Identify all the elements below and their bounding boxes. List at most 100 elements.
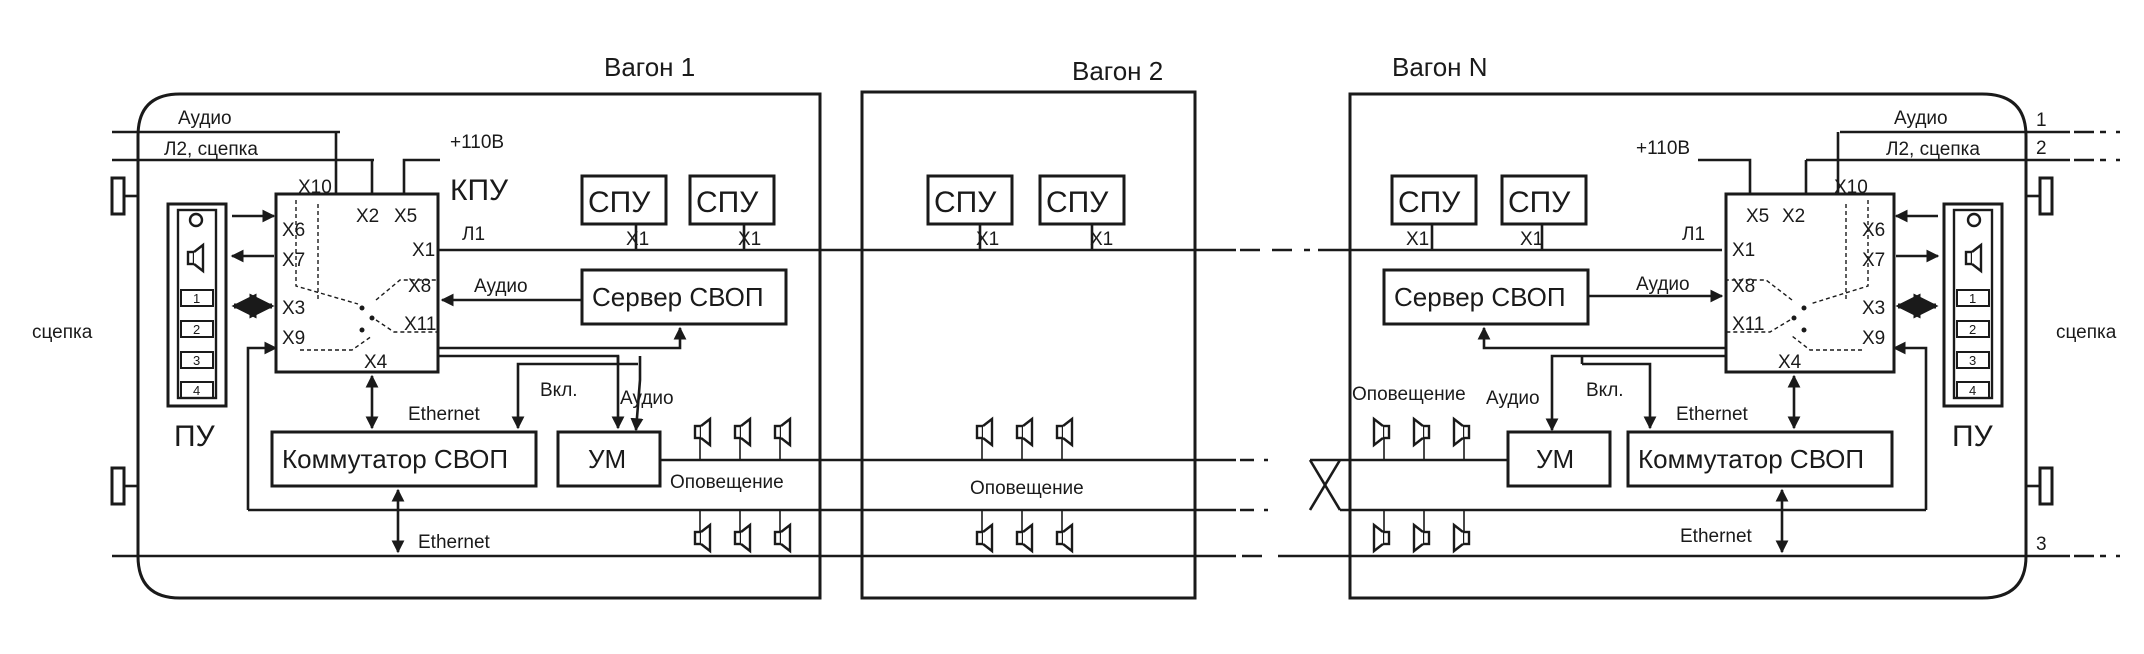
wn-spu-1-port: X1	[1406, 229, 1429, 250]
w1-spu-1: СПУ X1	[580, 174, 668, 250]
speaker-icon	[773, 523, 792, 553]
speaker-icon	[1452, 523, 1471, 553]
w1-on-label: Вкл.	[540, 380, 578, 401]
wn-spu-2: СПУ X1	[1500, 174, 1588, 250]
wn-spu-1: СПУ X1	[1390, 174, 1478, 250]
w2-spu-1-port: X1	[976, 229, 999, 250]
speaker-icon	[1412, 417, 1431, 447]
svg-text:4: 4	[1969, 383, 1976, 398]
w1-l1-label: Л1	[462, 224, 485, 245]
speaker-icon	[733, 417, 752, 447]
wn-port-x1: X1	[1732, 240, 1755, 261]
w1-l2-bus-label: Л2, сцепка	[164, 139, 258, 160]
wn-pu-label: ПУ	[1952, 420, 1994, 453]
w1-speakers-bottom	[693, 510, 792, 553]
w1-port-x5: X5	[394, 206, 417, 227]
speaker-icon	[1452, 417, 1471, 447]
w2-speakers-top	[975, 417, 1074, 460]
w1-pu-button-2[interactable]	[180, 320, 214, 338]
wn-pu-button-3[interactable]	[1956, 351, 1990, 369]
svg-text:1: 1	[193, 291, 200, 306]
w2-spu-2-port: X1	[1090, 229, 1113, 250]
svg-text:УМ: УМ	[1536, 444, 1574, 474]
wn-port-x7: X7	[1862, 250, 1885, 271]
wn-audio-bus-label: Аудио	[1894, 108, 1948, 129]
wn-ethernet-top-label: Ethernet	[1676, 404, 1749, 425]
speaker-icon	[1372, 417, 1391, 447]
w1-server-svop: Сервер СВОП	[580, 268, 788, 326]
wn-power-label: +110В	[1636, 138, 1690, 159]
svg-text:СПУ: СПУ	[588, 186, 651, 219]
wagon-n-title: Вагон N	[1392, 52, 1488, 82]
wn-l1-label: Л1	[1682, 224, 1705, 245]
speaker-icon	[975, 417, 994, 447]
speaker-icon	[773, 417, 792, 447]
wn-spu-2-port: X1	[1520, 229, 1543, 250]
speaker-icon	[733, 523, 752, 553]
w1-pu-button-1[interactable]	[180, 289, 214, 307]
w1-pu-button-4[interactable]	[180, 381, 214, 399]
coupler-left-bottom	[110, 466, 138, 506]
coupling-label-left: сцепка	[32, 322, 93, 343]
svg-text:4: 4	[193, 383, 200, 398]
svg-text:Сервер СВОП: Сервер СВОП	[592, 282, 764, 312]
svg-text:СПУ: СПУ	[1508, 186, 1571, 219]
speaker-icon	[1372, 523, 1391, 553]
wn-announce-top-label: Оповещение	[1352, 384, 1466, 405]
w1-port-x3: X3	[282, 298, 305, 319]
wn-pu-button-1[interactable]	[1956, 289, 1990, 307]
w1-port-x6: X6	[282, 220, 305, 241]
w2-speakers-bottom	[975, 510, 1074, 553]
w2-announce-label: Оповещение	[970, 478, 1084, 499]
line-number-2: 2	[2036, 138, 2047, 159]
w1-speakers-top	[693, 417, 792, 460]
svg-text:СПУ: СПУ	[934, 186, 997, 219]
w1-port-x10: X10	[298, 177, 332, 198]
wn-amplifier: УМ	[1506, 430, 1612, 488]
wn-port-x8: X8	[1732, 276, 1755, 297]
svg-text:3: 3	[1969, 353, 1976, 368]
wn-kpu-block: X5 X2 X10 X6 X1 X7 X8 X3 X11 X9 X4	[1724, 177, 1896, 374]
w2-spu-2: СПУ X1	[1038, 174, 1126, 250]
wn-on-label: Вкл.	[1586, 380, 1624, 401]
svg-text:Сервер СВОП: Сервер СВОП	[1394, 282, 1566, 312]
w1-kpu-label: КПУ	[450, 174, 509, 207]
speaker-icon	[693, 417, 712, 447]
w1-announce-label: Оповещение	[670, 472, 784, 493]
wn-speakers-top	[1372, 417, 1471, 460]
w1-port-x2: X2	[356, 206, 379, 227]
wn-ethernet-bottom-label: Ethernet	[1680, 526, 1753, 547]
wn-audio-server-label: Аудио	[1636, 274, 1690, 295]
w1-port-x4: X4	[364, 352, 388, 373]
svg-text:СПУ: СПУ	[1046, 186, 1109, 219]
w1-kpu-block: КПУ X10 X2 X5 X6 X7 X1 X8 X3 X11 X9 X4	[274, 174, 509, 374]
svg-text:СПУ: СПУ	[1398, 186, 1461, 219]
bus-lines	[112, 130, 2120, 558]
wn-port-x3: X3	[1862, 298, 1885, 319]
w1-pu-button-3[interactable]	[180, 351, 214, 369]
w1-port-x8: X8	[408, 276, 431, 297]
speaker-icon	[1412, 523, 1431, 553]
w1-pu-panel: 1 2 3 4	[166, 202, 228, 408]
line-number-3: 3	[2036, 534, 2047, 555]
wn-port-x5: X5	[1746, 206, 1769, 227]
svg-text:Коммутатор СВОП: Коммутатор СВОП	[1638, 444, 1864, 474]
wn-l2-bus-label: Л2, сцепка	[1886, 139, 1980, 160]
svg-text:3: 3	[193, 353, 200, 368]
wagon-1-title: Вагон 1	[604, 52, 695, 82]
coupler-right-top	[2026, 176, 2054, 216]
wn-pu-button-4[interactable]	[1956, 381, 1990, 399]
wn-pu-button-2[interactable]	[1956, 320, 1990, 338]
speaker-icon	[693, 523, 712, 553]
wn-port-x10: X10	[1834, 177, 1868, 198]
w1-port-x9: X9	[282, 328, 305, 349]
wn-port-x4: X4	[1778, 352, 1802, 373]
speaker-icon	[1055, 523, 1074, 553]
w1-pu-label: ПУ	[174, 420, 216, 453]
svg-text:2: 2	[1969, 322, 1976, 337]
wn-switch-svop: Коммутатор СВОП	[1626, 430, 1894, 488]
w2-spu-1: СПУ X1	[926, 174, 1014, 250]
w1-audio-um-label: Аудио	[620, 388, 674, 409]
wn-port-x2: X2	[1782, 206, 1805, 227]
